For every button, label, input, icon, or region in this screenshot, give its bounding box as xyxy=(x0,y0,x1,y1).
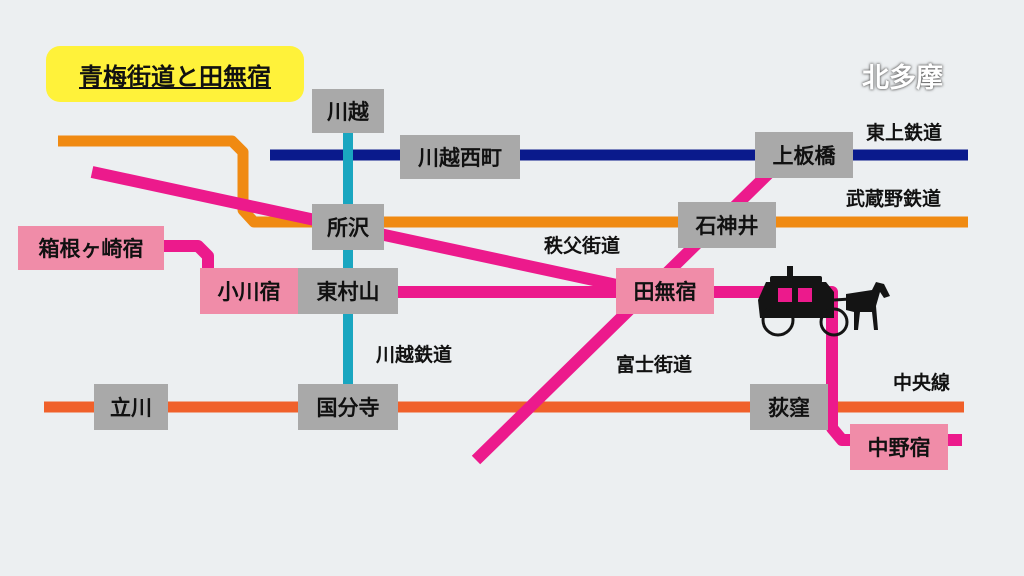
station-ogikubo[interactable]: 荻窪 xyxy=(750,384,828,430)
horse-silhouette xyxy=(846,282,890,330)
station-shakujii[interactable]: 石神井 xyxy=(678,202,776,248)
station-tokorozawa[interactable]: 所沢 xyxy=(312,204,384,250)
map-title: 青梅街道と田無宿 xyxy=(46,46,304,102)
musashino-line-label: 武蔵野鉄道 xyxy=(846,188,942,210)
carriage-front-wheel xyxy=(819,307,849,337)
region-label: 北多摩 xyxy=(862,63,943,94)
station-higashimurayama[interactable]: 東村山 xyxy=(298,268,398,314)
chuo-line-label: 中央線 xyxy=(893,372,951,394)
carriage-window-2 xyxy=(798,288,812,302)
chichibu-kaido-label: 秩父街道 xyxy=(544,235,621,257)
station-tachikawa[interactable]: 立川 xyxy=(94,384,168,430)
kawagoe-railway-label: 川越鉄道 xyxy=(376,344,453,366)
carriage-roof xyxy=(770,276,822,283)
carriage-window xyxy=(778,288,792,302)
tojo-line-label: 東上鉄道 xyxy=(866,122,943,144)
post-town-ogawa[interactable]: 小川宿 xyxy=(200,268,298,314)
station-kamiitabashi[interactable]: 上板橋 xyxy=(755,132,853,178)
post-town-nakano[interactable]: 中野宿 xyxy=(850,424,948,470)
station-kawagoe-nishimachi[interactable]: 川越西町 xyxy=(400,135,520,179)
carriage-body xyxy=(758,282,834,318)
post-town-hakonegasaki[interactable]: 箱根ヶ崎宿 xyxy=(18,226,164,270)
post-town-tanashi[interactable]: 田無宿 xyxy=(616,268,714,314)
fuji-kaido-label: 富士街道 xyxy=(616,354,693,376)
horse-carriage-illustration xyxy=(758,266,890,337)
station-kokubunji[interactable]: 国分寺 xyxy=(298,384,398,430)
carriage-lantern xyxy=(787,266,793,276)
ome-kaido-road xyxy=(160,240,962,446)
carriage-rear-wheel xyxy=(761,303,795,337)
station-kawagoe[interactable]: 川越 xyxy=(312,89,384,133)
